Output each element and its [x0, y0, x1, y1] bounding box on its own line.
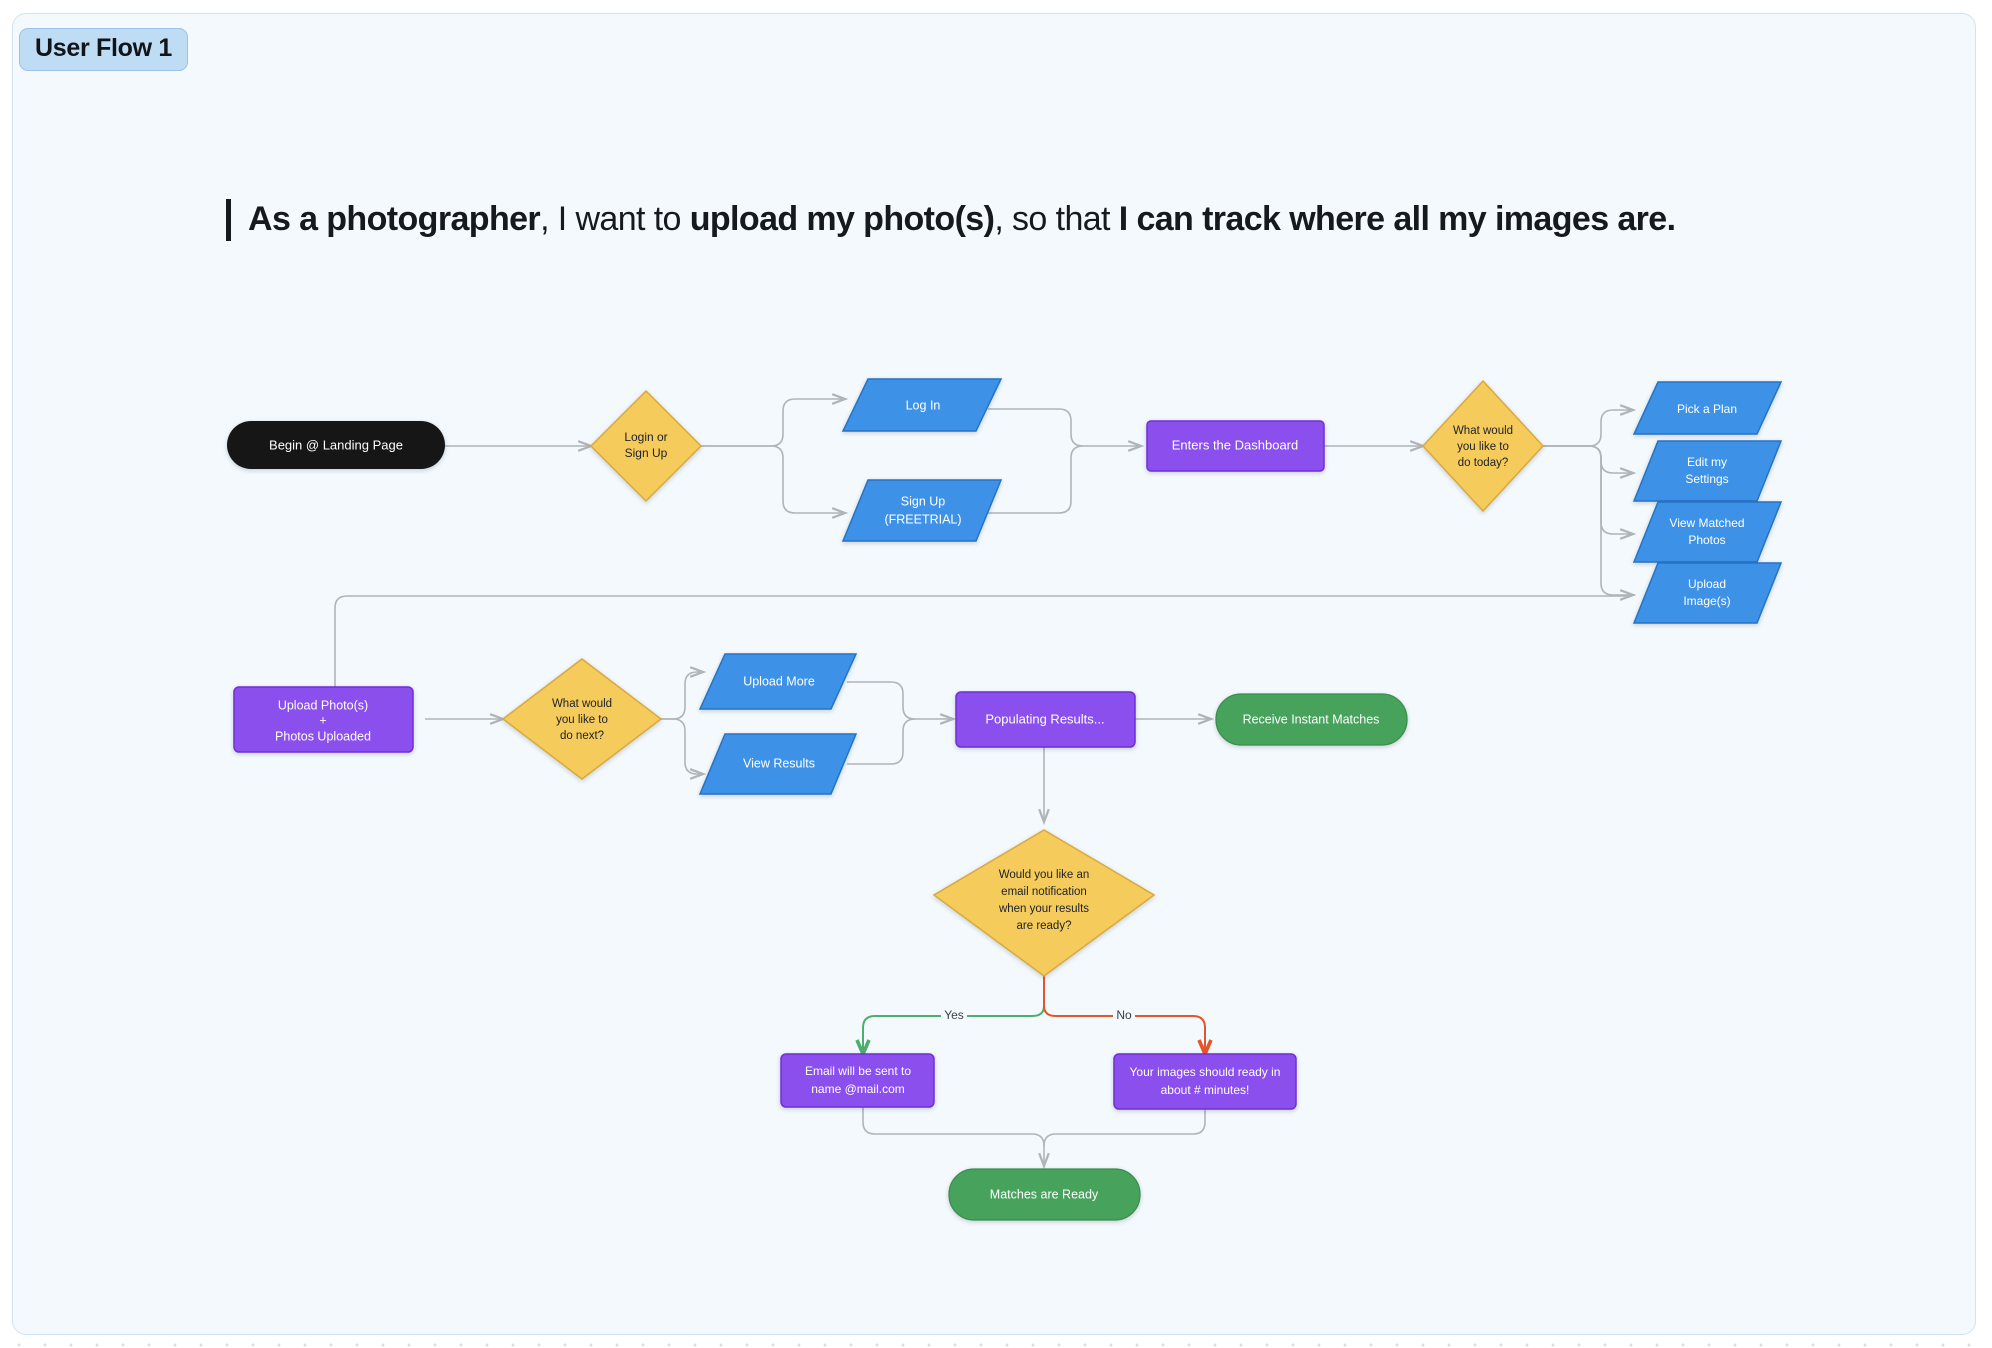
node-plan-label: Pick a Plan	[1677, 402, 1737, 416]
final-merge-edges	[862, 1107, 1206, 1170]
node-what-next[interactable]	[501, 658, 663, 780]
heading-accent-bar	[226, 199, 231, 241]
node-images-ready[interactable]	[1113, 1053, 1297, 1110]
node-images-ready-line1: Your images should ready in	[1130, 1065, 1281, 1079]
node-today-line3: do today?	[1458, 457, 1509, 469]
flow-diagram: Begin @ Landing Page Login or Sign Up Lo…	[227, 378, 1783, 1221]
node-matched-line1: View Matched	[1669, 516, 1744, 530]
node-view-results-label: View Results	[743, 756, 815, 770]
heading-part-2: , I want to	[540, 200, 690, 239]
edge-login-split-bottom	[701, 445, 849, 519]
node-next-line3: do next?	[560, 730, 604, 742]
node-email-sent-line1: Email will be sent to	[805, 1064, 911, 1078]
flow-title-badge[interactable]: User Flow 1	[19, 28, 189, 71]
edge-login-merge-top	[988, 408, 1145, 452]
node-populating-label: Populating Results...	[985, 711, 1104, 726]
flow-canvas[interactable]: User Flow 1 As a photographer, I want to…	[12, 13, 1976, 1335]
node-dashboard-label: Enters the Dashboard	[1172, 437, 1298, 452]
node-populating-results[interactable]	[955, 691, 1136, 748]
heading-text: As a photographer, I want to upload my p…	[248, 200, 1676, 239]
edge-today-to-plan	[1543, 404, 1637, 447]
node-view-results[interactable]	[698, 733, 858, 795]
node-upload-photos-line2: +	[319, 713, 326, 727]
node-receive-instant-matches[interactable]	[1215, 693, 1408, 746]
edge-upload-long-route	[329, 595, 1627, 706]
node-upload-photos-line3: Photos Uploaded	[275, 729, 371, 743]
node-enters-dashboard[interactable]	[1146, 420, 1325, 472]
node-email-question[interactable]	[932, 829, 1156, 977]
node-matches-ready-label: Matches are Ready	[990, 1187, 1099, 1201]
node-signup-label-line2: (FREETRIAL)	[884, 512, 961, 526]
node-instant-matches-label: Receive Instant Matches	[1243, 712, 1380, 726]
node-login-or-signup[interactable]	[589, 389, 703, 503]
edge-signup-merge-bottom	[988, 445, 1084, 514]
node-upload-images-line1: Upload	[1688, 577, 1726, 591]
node-email-q-line2: email notification	[1001, 886, 1087, 898]
node-log-in[interactable]	[841, 378, 1003, 432]
edge-label-yes: Yes	[944, 1008, 964, 1022]
branch-edges	[855, 976, 1213, 1059]
edge-next-split-bottom	[661, 718, 707, 780]
node-today-line1: What would	[1453, 425, 1513, 437]
node-login-action-label: Log In	[906, 398, 941, 412]
heading-part-5: I can track where all my images are.	[1118, 200, 1676, 239]
node-email-q-line3: when your results	[998, 903, 1089, 915]
node-pick-a-plan[interactable]	[1632, 381, 1783, 435]
node-upload-images-line2: Image(s)	[1683, 594, 1730, 608]
node-signup-label-line1: Sign Up	[901, 494, 946, 508]
node-upload-photos[interactable]	[233, 686, 414, 753]
node-upload-photos-line1: Upload Photo(s)	[278, 698, 368, 712]
edge-login-split-top	[701, 393, 849, 447]
node-email-sent[interactable]	[780, 1053, 935, 1108]
edge-viewresults-merge	[847, 718, 916, 765]
edge-imagesready-to-ready	[1043, 1109, 1206, 1147]
node-today-line2: you like to	[1457, 441, 1509, 453]
node-next-line2: you like to	[556, 714, 608, 726]
heading-part-4: , so that	[994, 200, 1119, 239]
node-matches-ready[interactable]	[948, 1168, 1141, 1221]
yes-label-bg	[941, 1007, 967, 1023]
node-images-ready-line2: about # minutes!	[1161, 1083, 1250, 1097]
edge-uploadmore-merge	[847, 681, 957, 725]
edge-label-no: No	[1116, 1008, 1132, 1022]
node-upload-more[interactable]	[698, 653, 858, 710]
node-login-label-line2: Sign Up	[625, 446, 668, 460]
node-settings-line2: Settings	[1685, 472, 1728, 486]
user-story-heading: As a photographer, I want to upload my p…	[226, 199, 1676, 241]
node-what-today[interactable]	[1421, 379, 1545, 513]
edge-today-to-settings	[1543, 445, 1637, 479]
heading-part-3: upload my photo(s)	[689, 200, 995, 239]
node-login-label-line1: Login or	[624, 430, 667, 444]
node-email-q-line1: Would you like an	[999, 869, 1090, 881]
edge-next-split-top	[661, 666, 707, 720]
node-upload-images[interactable]	[1632, 562, 1783, 624]
edge-today-to-matched	[1543, 445, 1637, 540]
node-edit-settings[interactable]	[1632, 440, 1783, 502]
node-upload-more-label: Upload More	[743, 674, 815, 688]
node-email-sent-line2: name @mail.com	[811, 1082, 905, 1096]
edge-today-to-upload	[1543, 445, 1637, 601]
node-begin-landing-page[interactable]	[227, 421, 445, 469]
node-sign-up[interactable]	[841, 479, 1003, 542]
edge-emailsent-to-ready	[862, 1107, 1050, 1170]
no-label-bg	[1113, 1007, 1135, 1023]
node-matched-line2: Photos	[1688, 533, 1725, 547]
heading-part-1: As a photographer	[248, 200, 541, 239]
node-begin-label: Begin @ Landing Page	[269, 437, 403, 452]
node-settings-line1: Edit my	[1687, 455, 1727, 469]
node-email-q-line4: are ready?	[1017, 920, 1072, 932]
node-next-line1: What would	[552, 698, 612, 710]
node-view-matched-photos[interactable]	[1632, 501, 1783, 563]
